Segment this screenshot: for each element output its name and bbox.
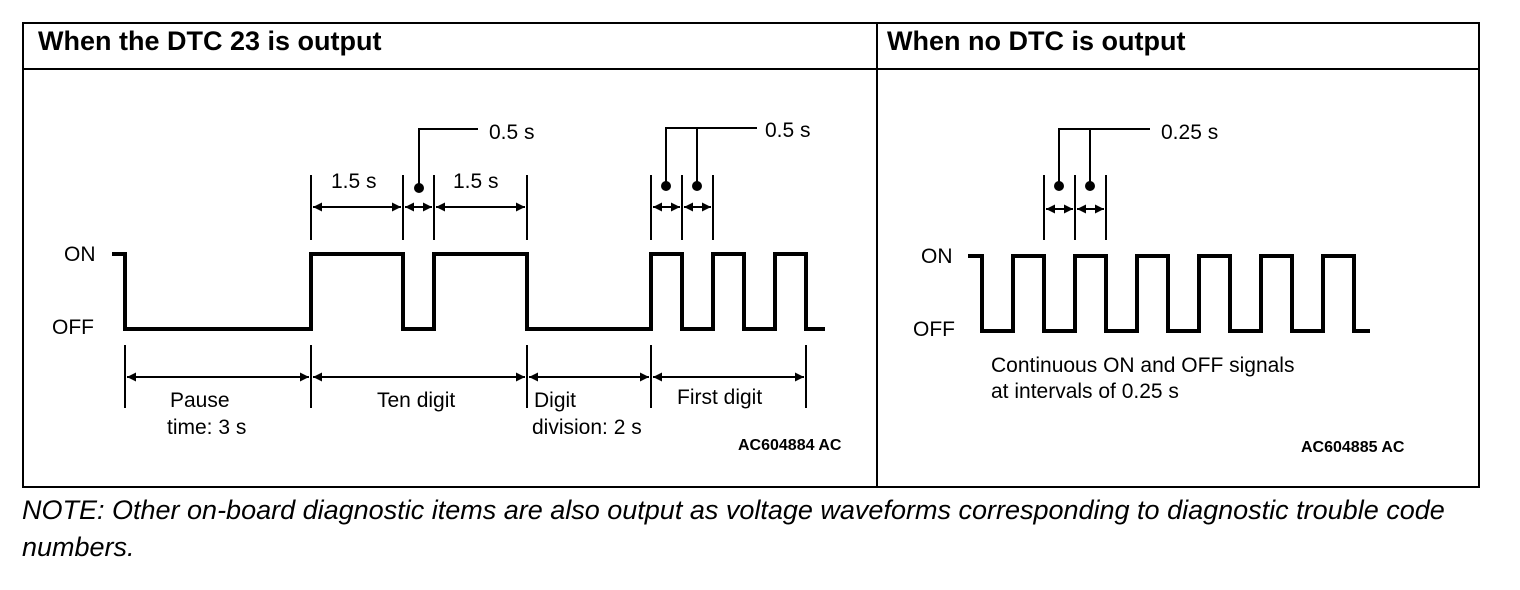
left-panel-header: When the DTC 23 is output xyxy=(38,26,382,56)
first-digit-leader-dot-2 xyxy=(692,181,702,191)
timing-extension-lines xyxy=(310,175,714,240)
diagram-frame xyxy=(22,22,1480,488)
right-on-label: ON xyxy=(921,245,953,268)
on-label: ON xyxy=(64,243,96,266)
pause-label-line1: Pause xyxy=(170,389,230,412)
dtc-23-waveform xyxy=(112,252,825,331)
interval-leader-dot-1 xyxy=(1054,181,1064,191)
footnote: NOTE: Other on-board diagnostic items ar… xyxy=(22,495,1445,562)
gap-label: 0.5 s xyxy=(489,121,535,144)
dtc-waveform-diagram: When the DTC 23 is output ON OFF 1.5 s 1… xyxy=(22,22,1480,488)
ten-digit-label: Ten digit xyxy=(377,389,455,412)
right-panel-header: When no DTC is output xyxy=(887,26,1185,56)
gap-leader-dot xyxy=(414,183,424,193)
no-dtc-waveform xyxy=(968,254,1370,333)
pulse-1-label: 1.5 s xyxy=(331,170,377,193)
interval-leader-line xyxy=(1058,128,1150,186)
first-digit-leader-dot-1 xyxy=(661,181,671,191)
off-label: OFF xyxy=(52,316,94,339)
right-desc-line2: at intervals of 0.25 s xyxy=(991,380,1179,403)
first-digit-leader-line xyxy=(665,127,757,186)
division-label-line2: division: 2 s xyxy=(532,416,642,439)
pulse-2-label: 1.5 s xyxy=(453,170,499,193)
first-digit-label: First digit xyxy=(677,386,762,409)
left-figure-code: AC604884 AC xyxy=(738,437,842,454)
gap-leader-line xyxy=(418,128,478,188)
segment-extension-lines xyxy=(124,345,807,408)
interval-leader-dot-2 xyxy=(1085,181,1095,191)
first-digit-time-label: 0.5 s xyxy=(765,119,811,142)
pause-label-line2: time: 3 s xyxy=(167,416,246,439)
interval-label: 0.25 s xyxy=(1161,121,1218,144)
right-figure-code: AC604885 AC xyxy=(1301,439,1405,456)
right-desc-line1: Continuous ON and OFF signals xyxy=(991,354,1294,377)
interval-extension-lines xyxy=(1043,175,1107,240)
right-off-label: OFF xyxy=(913,318,955,341)
division-label-line1: Digit xyxy=(534,389,576,412)
